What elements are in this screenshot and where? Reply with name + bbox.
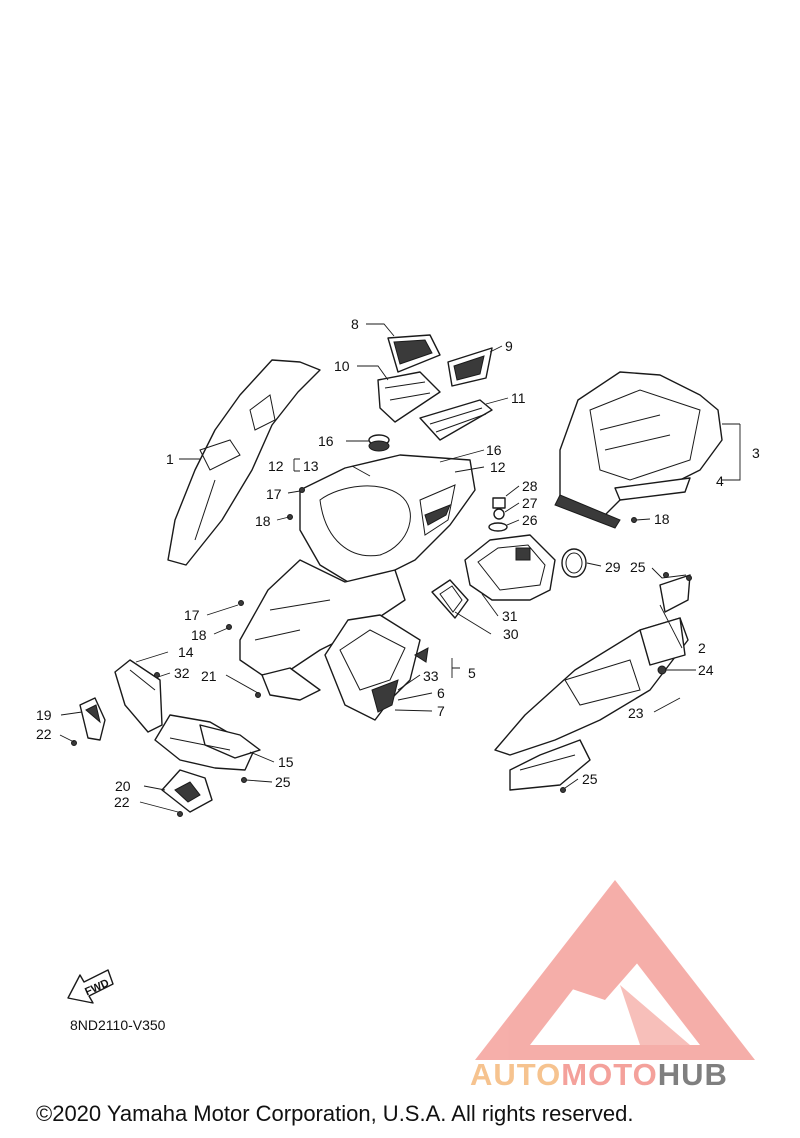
callout-29: 29 bbox=[605, 559, 621, 575]
part-air-duct-31 bbox=[464, 534, 556, 601]
callout-9: 9 bbox=[505, 338, 513, 354]
callout-25-top: 25 bbox=[630, 559, 646, 575]
part-side-panel-left bbox=[167, 359, 321, 566]
callout-25-right: 25 bbox=[582, 771, 598, 787]
part-storage-compartment bbox=[554, 371, 723, 529]
callout-20: 20 bbox=[115, 778, 131, 794]
part-cover-19 bbox=[79, 697, 106, 741]
callout-labels: 8 9 10 11 1 3 16 16 12 13 12 4 28 17 27 … bbox=[36, 316, 760, 810]
part-side-panel-right bbox=[494, 574, 691, 791]
callout-10: 10 bbox=[334, 358, 350, 374]
callout-5: 5 bbox=[468, 665, 476, 681]
callout-23: 23 bbox=[628, 705, 644, 721]
callout-12-left: 12 bbox=[268, 458, 284, 474]
callout-6: 6 bbox=[437, 685, 445, 701]
part-bracket-14 bbox=[114, 659, 163, 733]
callout-12-right: 12 bbox=[490, 459, 506, 475]
fwd-arrow-icon: FWD bbox=[67, 969, 114, 1004]
part-vent-8 bbox=[387, 334, 441, 373]
callout-32: 32 bbox=[174, 665, 190, 681]
callout-17-mid: 17 bbox=[184, 607, 200, 623]
callout-28: 28 bbox=[522, 478, 538, 494]
diagram-code: 8ND2110-V350 bbox=[70, 1017, 166, 1033]
callout-1: 1 bbox=[166, 451, 174, 467]
part-fastener-stack bbox=[488, 497, 508, 532]
callout-27: 27 bbox=[522, 495, 538, 511]
callout-22-bottom: 22 bbox=[114, 794, 130, 810]
callout-26: 26 bbox=[522, 512, 538, 528]
part-vent-9 bbox=[447, 347, 493, 387]
callout-16-right: 16 bbox=[486, 442, 502, 458]
part-duct-10 bbox=[377, 371, 441, 423]
callout-18-right: 18 bbox=[654, 511, 670, 527]
callout-8: 8 bbox=[351, 316, 359, 332]
watermark-auto: AUTO bbox=[470, 1057, 562, 1092]
part-seal-30 bbox=[431, 579, 469, 619]
callout-3: 3 bbox=[752, 445, 760, 461]
watermark-hub: HUB bbox=[657, 1057, 728, 1092]
callout-30: 30 bbox=[503, 626, 519, 642]
callout-24: 24 bbox=[698, 662, 714, 678]
callout-25-left: 25 bbox=[275, 774, 291, 790]
part-grille-20 bbox=[161, 769, 213, 813]
callout-16-left: 16 bbox=[318, 433, 334, 449]
leader-lines bbox=[59, 323, 741, 813]
callout-2: 2 bbox=[698, 640, 706, 656]
watermark-moto: MOTO bbox=[561, 1057, 658, 1092]
part-front-cowling bbox=[299, 454, 476, 583]
watermark-text: AUTOMOTOHUB bbox=[470, 1057, 728, 1093]
part-ring-29 bbox=[561, 548, 587, 578]
callout-11: 11 bbox=[511, 390, 526, 406]
callout-4: 4 bbox=[716, 473, 724, 489]
callout-14: 14 bbox=[178, 644, 194, 660]
part-lower-cowl bbox=[239, 559, 406, 701]
callout-19: 19 bbox=[36, 707, 52, 723]
callout-15: 15 bbox=[278, 754, 294, 770]
callout-22-top: 22 bbox=[36, 726, 52, 742]
callout-17-top: 17 bbox=[266, 486, 282, 502]
callout-7: 7 bbox=[437, 703, 445, 719]
callout-18-top: 18 bbox=[255, 513, 271, 529]
callout-33: 33 bbox=[423, 668, 439, 684]
part-lower-panel-15 bbox=[154, 714, 261, 771]
copyright-notice: ©2020 Yamaha Motor Corporation, U.S.A. A… bbox=[36, 1101, 634, 1126]
watermark-logo bbox=[475, 880, 755, 1060]
part-inner-panel bbox=[324, 614, 429, 721]
callout-13: 13 bbox=[303, 458, 319, 474]
callout-21: 21 bbox=[201, 668, 217, 684]
part-grommet-16-left bbox=[368, 434, 390, 452]
callout-31: 31 bbox=[502, 608, 518, 624]
part-duct-11 bbox=[419, 399, 493, 441]
callout-18-mid: 18 bbox=[191, 627, 207, 643]
